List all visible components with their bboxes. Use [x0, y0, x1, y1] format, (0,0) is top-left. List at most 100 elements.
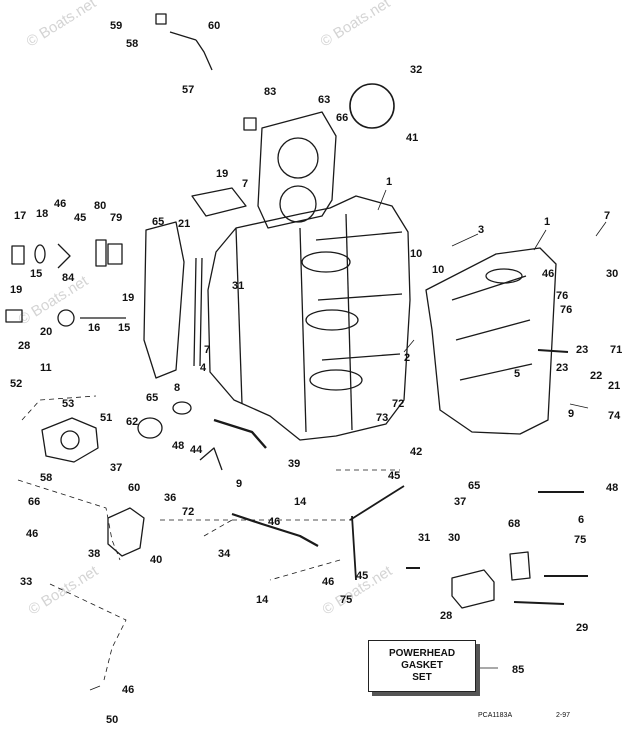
callout: 28 — [18, 340, 31, 352]
switch-lead — [169, 31, 213, 71]
callout: 11 — [40, 362, 52, 374]
callout: 21 — [608, 380, 621, 392]
callout: 10 — [410, 248, 423, 260]
gasket-set-label-box: POWERHEAD GASKET SET — [368, 640, 476, 692]
lever — [199, 447, 223, 471]
kit-line: SET — [412, 672, 432, 683]
thermostat-cover — [41, 417, 99, 463]
cylinder-block — [207, 195, 411, 441]
callout: 65 — [468, 480, 481, 492]
callout: 46 — [322, 576, 335, 588]
callout: 15 — [118, 322, 131, 334]
fitting — [243, 117, 257, 131]
o-ring — [349, 83, 395, 129]
callout: 15 — [30, 268, 43, 280]
callout: 29 — [576, 622, 589, 634]
callout: 7 — [604, 210, 611, 222]
callout: 37 — [110, 462, 123, 474]
callout: 30 — [606, 268, 619, 280]
callout: 38 — [88, 548, 101, 560]
bushing — [509, 551, 531, 581]
callout: 4 — [200, 362, 207, 374]
head-bore — [279, 185, 317, 223]
callout: 53 — [62, 398, 75, 410]
callout: 19 — [216, 168, 229, 180]
callout: 74 — [608, 410, 621, 422]
callout: 59 — [110, 20, 123, 32]
hose — [193, 257, 203, 367]
callout: 8 — [174, 382, 181, 394]
callout: 46 — [268, 516, 281, 528]
callout: 60 — [128, 482, 141, 494]
callout: 19 — [122, 292, 135, 304]
callout: 30 — [448, 532, 461, 544]
callout: 5 — [514, 368, 521, 380]
callout: 62 — [126, 416, 139, 428]
callout: 3 — [478, 224, 485, 236]
callout: 7 — [204, 344, 211, 356]
callout: 22 — [590, 370, 603, 382]
callout: 72 — [392, 398, 405, 410]
callout: 2 — [404, 352, 411, 364]
callout: 6 — [578, 514, 585, 526]
callout: 63 — [318, 94, 331, 106]
callout: 76 — [556, 290, 569, 302]
callout: 46 — [122, 684, 135, 696]
callout: 37 — [454, 496, 467, 508]
callout: 65 — [146, 392, 159, 404]
callout: 7 — [242, 178, 249, 190]
callout: 80 — [94, 200, 107, 212]
callout: 50 — [106, 714, 119, 726]
callout: 36 — [164, 492, 177, 504]
callout: 57 — [182, 84, 195, 96]
callout: 48 — [172, 440, 185, 452]
cup — [137, 417, 163, 439]
crankcase — [425, 247, 557, 435]
plug — [172, 401, 192, 415]
drawing-code: PCA1183A — [478, 712, 513, 719]
callout: 75 — [340, 594, 353, 606]
drawing-date: 2-97 — [556, 712, 571, 719]
callout: 44 — [190, 444, 203, 456]
cylinder-head-cover — [257, 111, 337, 229]
lever — [213, 418, 267, 449]
callout: 46 — [542, 268, 555, 280]
callout: 40 — [150, 554, 163, 566]
link-rod — [231, 512, 319, 547]
kit-line: POWERHEAD — [388, 648, 456, 659]
engine-mount — [451, 569, 495, 609]
callout: 46 — [26, 528, 39, 540]
callout: 75 — [574, 534, 587, 546]
callout: 14 — [294, 496, 307, 508]
callout: 20 — [40, 326, 53, 338]
callout: 52 — [10, 378, 23, 390]
callout: 79 — [110, 212, 123, 224]
callout: 45 — [74, 212, 87, 224]
kit-line: GASKET — [401, 660, 443, 671]
callout: 9 — [568, 408, 575, 420]
callout: 45 — [388, 470, 401, 482]
callout: 58 — [126, 38, 139, 50]
callout: 66 — [28, 496, 41, 508]
callout: 34 — [218, 548, 231, 560]
callout: 85 — [512, 664, 525, 676]
callout: 23 — [576, 344, 589, 356]
callout: 73 — [376, 412, 389, 424]
callout: 23 — [556, 362, 569, 374]
callout: 76 — [560, 304, 573, 316]
callout: 39 — [288, 458, 301, 470]
callout: 28 — [440, 610, 453, 622]
callout: 84 — [62, 272, 75, 284]
callout: 46 — [54, 198, 67, 210]
callout: 60 — [208, 20, 221, 32]
callout: 45 — [356, 570, 369, 582]
plate — [107, 507, 145, 557]
callout: 41 — [406, 132, 419, 144]
callout: 21 — [178, 218, 191, 230]
head-bore — [277, 137, 319, 179]
gasket — [191, 187, 247, 217]
callout: 9 — [236, 478, 243, 490]
callout: 31 — [418, 532, 431, 544]
